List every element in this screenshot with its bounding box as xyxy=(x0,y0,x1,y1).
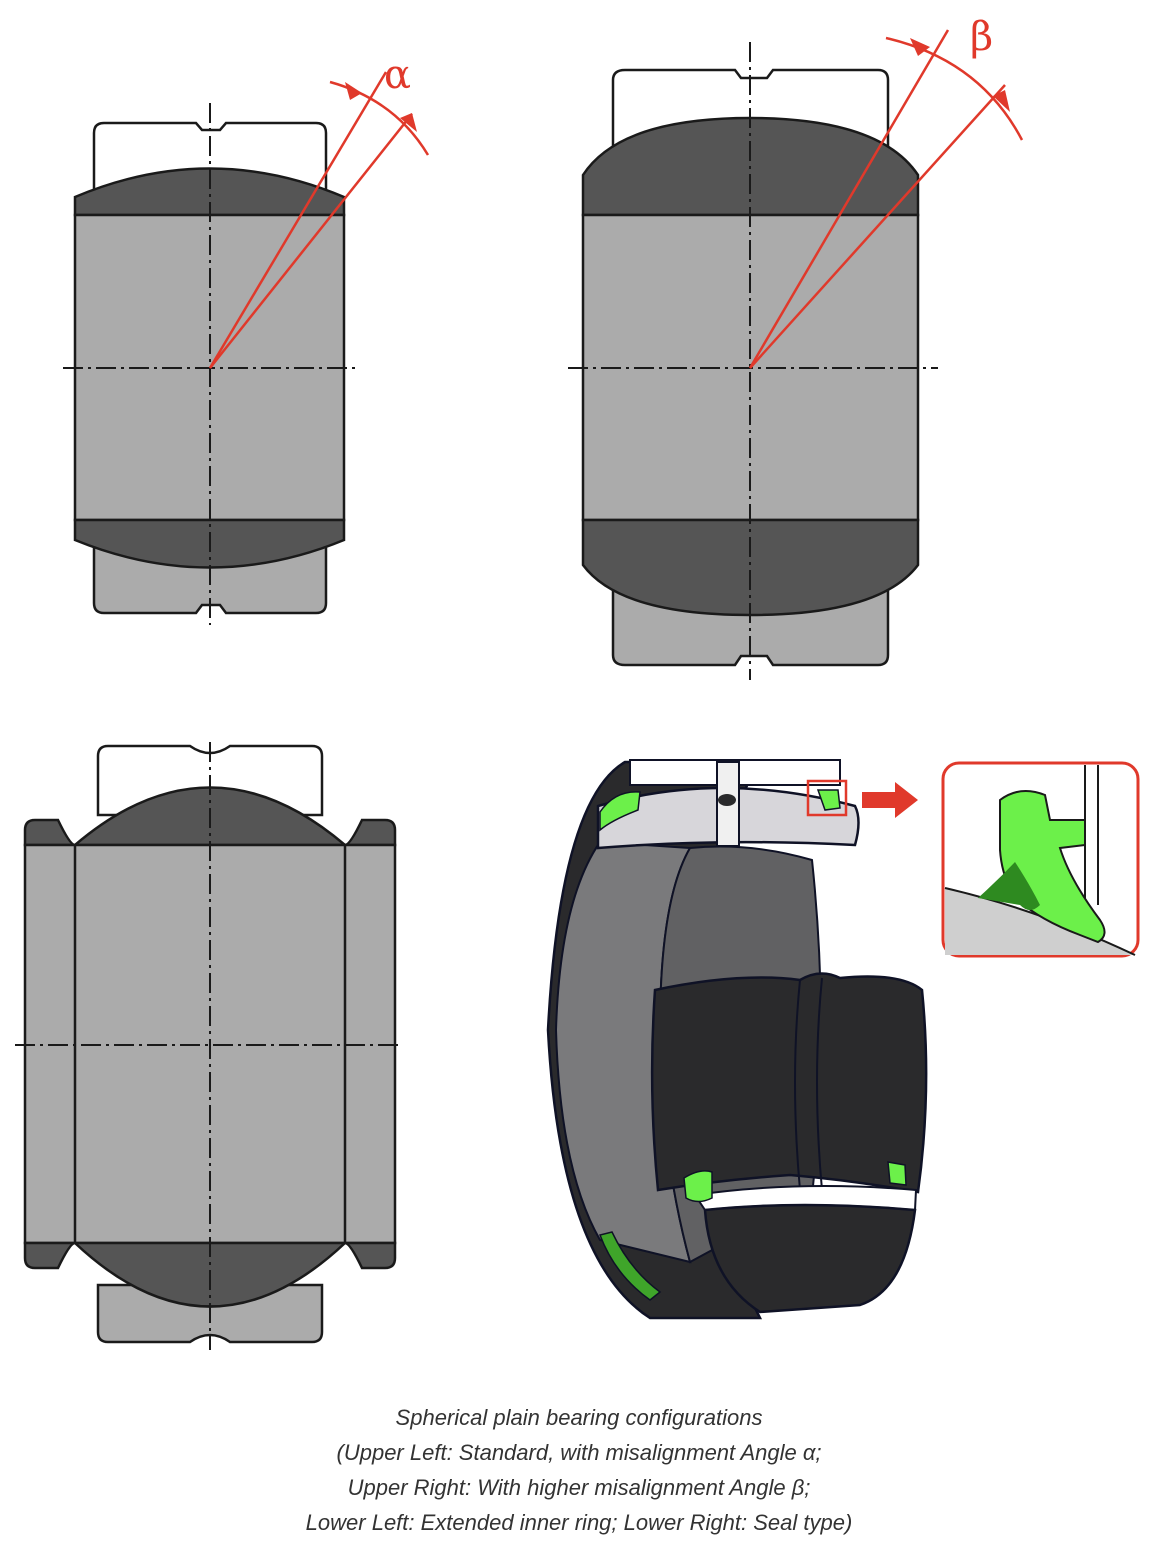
seal-bottom-right xyxy=(887,1161,907,1186)
angle-alpha-label: α xyxy=(384,52,411,98)
high-angle-bearing: β xyxy=(568,14,1024,680)
arrowhead-icon xyxy=(400,113,417,132)
detail-arrow-icon xyxy=(862,782,918,818)
arrowhead-icon xyxy=(910,38,930,56)
angle-beta-annotation xyxy=(748,29,1024,369)
seal-detail-inset xyxy=(941,761,1140,958)
ball-lower-segment xyxy=(650,972,928,1194)
seal-top-right xyxy=(816,789,841,811)
standard-bearing: α xyxy=(63,52,430,625)
arrowhead-icon xyxy=(345,82,362,100)
bearing-diagram: α β xyxy=(15,14,1140,1350)
angle-alpha-annotation xyxy=(208,71,430,369)
outer-ring-bottom xyxy=(703,1203,917,1314)
caption-line: (Upper Left: Standard, with misalignment… xyxy=(336,1440,822,1465)
seal-lip-shadow xyxy=(978,862,1040,910)
ball-groove xyxy=(794,979,801,1191)
caption-line: Upper Right: With higher misalignment An… xyxy=(347,1475,811,1500)
caption-line: Spherical plain bearing configurations xyxy=(395,1405,763,1430)
ball-groove xyxy=(816,977,823,1191)
detail-highlight-box xyxy=(806,779,848,817)
angle-beta-label: β xyxy=(970,14,993,60)
extended-inner-ring-bearing xyxy=(15,742,400,1350)
seal-top-left xyxy=(599,791,641,832)
caption-line: Lower Left: Extended inner ring; Lower R… xyxy=(305,1510,853,1535)
seal-ring-edge xyxy=(599,1231,662,1301)
ball-top xyxy=(73,167,346,217)
arrowhead-icon xyxy=(993,90,1010,112)
seal-type-bearing xyxy=(546,759,1140,1320)
lubrication-hole xyxy=(718,794,736,806)
seal-bottom-left xyxy=(683,1170,713,1203)
figure-caption: Spherical plain bearing configurations (… xyxy=(0,1400,1158,1540)
